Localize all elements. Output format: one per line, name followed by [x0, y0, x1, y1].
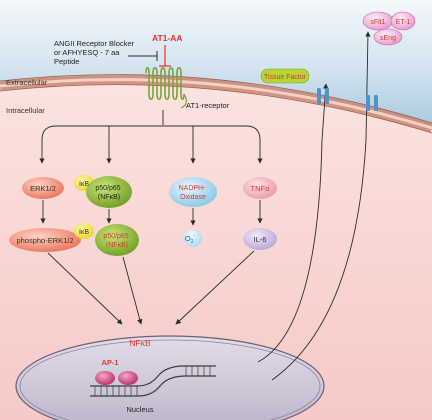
nucleus: [15, 335, 325, 420]
p50-top-label: p50/p65 (NFκB): [95, 185, 122, 201]
at1-aa-label: AT1-AA: [152, 33, 183, 43]
sflt1-label: sFlt1: [370, 19, 385, 26]
at1-receptor: [145, 66, 185, 101]
superoxide-label: O2-: [185, 233, 196, 245]
at1-receptor-tail: [180, 93, 187, 109]
branch-bar: [41, 125, 261, 141]
sflt1-secretion-arrow: [271, 31, 371, 381]
il6-node: [243, 228, 277, 250]
erk-label: ERK1/2: [30, 184, 56, 193]
p50-to-nucleus-arrow: [122, 256, 143, 325]
erk-to-nucleus-arrow: [47, 252, 123, 325]
nucleus-label: Nucleus: [126, 405, 153, 414]
superoxide-node: [184, 229, 202, 247]
p50-bottom-node: [95, 224, 139, 256]
tnf-label: TNFα: [251, 184, 271, 193]
et1-node: [390, 11, 416, 31]
ap1-label: AP-1: [101, 358, 118, 367]
il6-to-nucleus-arrow: [175, 250, 255, 325]
p50-top-node: [86, 176, 132, 208]
seng-node: [373, 28, 403, 46]
erk-node: [22, 177, 64, 199]
ikb-bottom-label: IκB: [79, 229, 89, 236]
blocker-label: ANGII Receptor Blocker or AFHYESQ - 7 aa…: [54, 39, 136, 66]
extracellular-label: Extracellular: [6, 78, 48, 87]
nfkb-label: NFκB: [129, 338, 151, 348]
membrane-outline-inner: [0, 84, 432, 134]
nadph-node: [169, 177, 217, 207]
phospho-erk-node: [9, 228, 81, 252]
ap1-protein-right: [118, 371, 138, 385]
seng-label: sEng: [380, 35, 396, 42]
intracellular-label: Intracellular: [6, 106, 45, 115]
nadph-label: NADPH- Oxidase: [179, 185, 208, 201]
p50-bottom-label: p50/p65 (NFκB): [103, 233, 130, 249]
et1-label: ET-1: [396, 19, 411, 26]
phospho-erk-label: phospho-ERK1/2: [16, 236, 73, 245]
nucleus-inner-edge: [19, 339, 321, 420]
ikb-top-label: IκB: [79, 181, 89, 188]
ikb-bottom-node: [74, 223, 94, 239]
cell-membrane-inner: [0, 78, 432, 130]
tissue-factor-secretion-arrow: [257, 83, 329, 363]
tissue-factor-label: Tissue Factor: [264, 74, 307, 81]
at1-receptor-label: AT1-receptor: [186, 101, 230, 110]
ap1-protein-left: [95, 371, 115, 385]
il6-label: IL-6: [254, 235, 267, 244]
dna-strand: [90, 365, 216, 397]
tissue-factor-node: [260, 68, 310, 84]
channel-right: [366, 95, 378, 111]
membrane-outline-outer: [0, 74, 432, 124]
tnf-node: [243, 177, 277, 199]
channel-left: [317, 88, 329, 104]
